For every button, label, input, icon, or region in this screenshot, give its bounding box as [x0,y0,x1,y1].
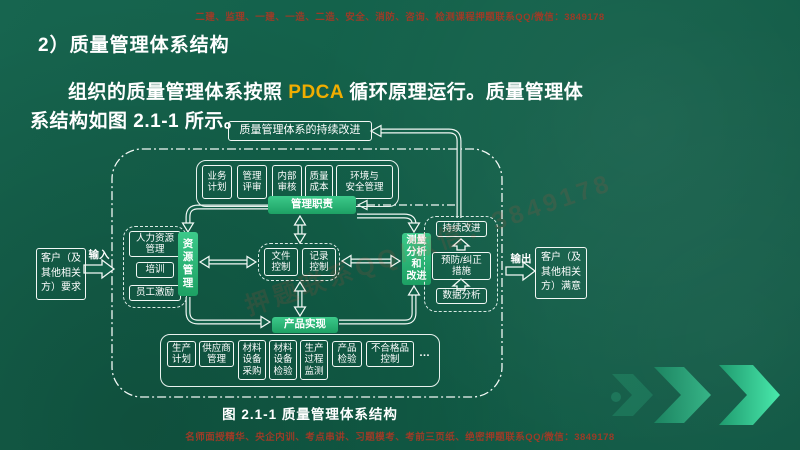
chevron-decoration [611,365,780,425]
arrow-management-to-measure [357,213,421,234]
node-hr-management: 人力资源 管理 [129,231,181,257]
node-preventive-corrective-action: 预防/纠正 措施 [432,252,491,280]
arrow-resource-to-product [185,297,272,329]
group-improvement [424,216,498,312]
node-training: 培训 [136,262,174,278]
up-arrow-corrective-to-continual [451,238,471,251]
node-nonconforming-product-control: 不合格品 控制 [366,341,414,367]
page-title: 2）质量管理体系结构 [38,35,230,56]
chevron-3 [719,365,780,425]
node-employee-motivation: 员工激励 [129,285,181,301]
system-boundary [111,148,503,398]
chevron-dot [611,392,621,402]
node-ellipsis: … [419,347,431,359]
node-continuous-improvement-banner: 质量管理体系的持续改进 [228,121,372,141]
pdca-highlight: PDCA [288,82,344,103]
node-customer-requirements: 客户（及 其他相关 方）要求 [36,248,86,300]
chevron-2 [654,367,711,423]
arrow-management-to-resource [181,204,269,234]
group-product-realization-activities [160,334,440,387]
double-arrow-management-center [293,214,307,245]
output-label: 输出 [510,253,532,265]
node-production-process-monitoring: 生产 过程 监测 [300,340,328,380]
node-material-equipment-procurement: 材料 设备 采购 [238,340,266,380]
double-arrow-center-product [293,280,307,318]
double-arrow-center-measure [340,254,402,268]
node-management-review: 管理 评审 [237,165,267,199]
body-paragraph: 组织的质量管理体系按照 PDCA 循环原理运行。质量管理体系结构如图 2.1-1… [30,78,592,136]
node-env-safety-management: 环境与 安全管理 [336,165,393,199]
up-arrow-data-to-corrective [451,278,471,291]
node-supplier-management: 供应商 管理 [199,341,234,367]
input-arrow [83,258,116,280]
node-quality-cost: 质量 成本 [305,165,333,199]
node-record-control: 记录 控制 [302,248,336,276]
body-text-pre: 组织的质量管理体系按照 [68,82,289,103]
top-promo-text: 二建、监理、一建、一造、二造、安全、消防、咨询、检测课程押题联系QQ/微信：38… [195,12,605,23]
arrow-product-to-measure [339,284,421,325]
input-label: 输入 [88,249,110,261]
node-production-plan: 生产 计划 [167,341,196,367]
body-text-post: 循环原理运行。质量管理体系结构如图 2.1-1 所示。 [30,82,584,132]
group-document-record [258,243,340,281]
chevron-1 [612,374,653,416]
double-arrow-resource-center [198,255,258,269]
node-resource-management: 资 源 管 理 [178,232,198,296]
feedback-arrow-to-management [356,199,455,211]
bottom-promo-text: 名师面授精华、央企内训、考点串讲、习题模考、考前三页纸、绝密押题联系QQ/微信：… [185,432,615,443]
node-continual-improvement: 持续改进 [436,221,487,237]
node-data-analysis: 数据分析 [436,288,487,304]
loop-arrow-to-banner [369,124,462,218]
node-measure-analyze-improve: 测量 分析 和 改进 [402,233,431,285]
node-management-responsibility: 管理职责 [268,196,356,214]
node-internal-audit: 内部 审核 [272,165,302,199]
node-product-inspection: 产品 检验 [332,341,362,367]
node-product-realization: 产品实现 [272,317,338,333]
node-document-control: 文件 控制 [264,248,298,276]
node-customer-satisfaction: 客户（及 其他相关 方）满意 [535,247,587,299]
output-arrow [505,260,537,282]
node-business-plan: 业务 计划 [202,165,232,199]
diagram-caption: 图 2.1-1 质量管理体系结构 [222,407,398,422]
node-material-equipment-inspection: 材料 设备 检验 [269,340,297,380]
